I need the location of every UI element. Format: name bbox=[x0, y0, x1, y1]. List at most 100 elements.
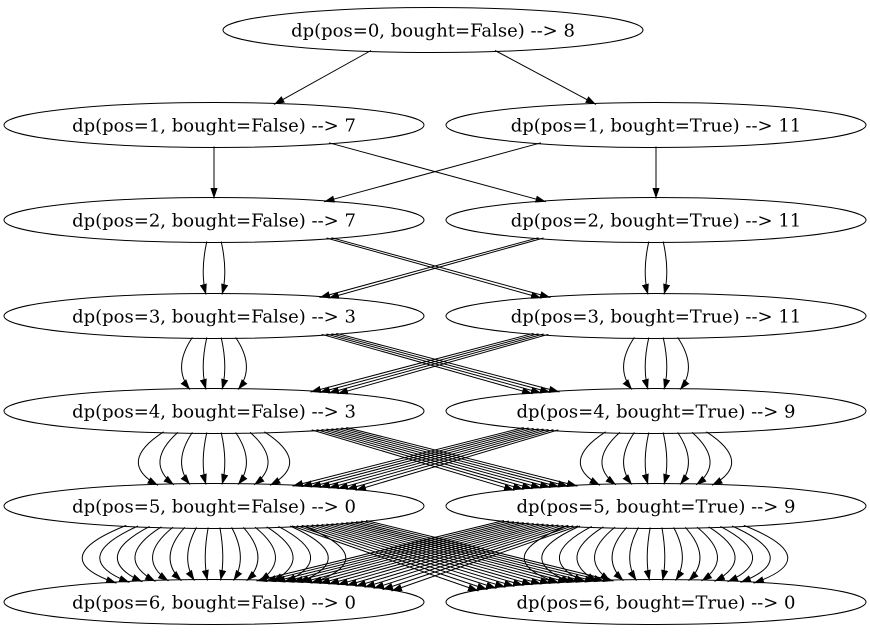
edge bbox=[310, 522, 534, 584]
edge bbox=[641, 337, 650, 390]
node-label: dp(pos=5, bought=True) --> 9 bbox=[516, 497, 795, 518]
edge bbox=[677, 432, 690, 485]
edge bbox=[627, 527, 639, 581]
edge bbox=[494, 50, 597, 105]
edge bbox=[283, 521, 519, 583]
edge bbox=[662, 337, 671, 390]
edge bbox=[331, 428, 551, 489]
edge-bundle-p2T-p3F bbox=[319, 237, 544, 299]
graph-nodes: dp(pos=0, bought=False) --> 8 dp(pos=1, b… bbox=[3, 7, 867, 625]
edge bbox=[662, 432, 671, 485]
edge bbox=[264, 431, 291, 486]
edge bbox=[361, 520, 605, 583]
node-label: dp(pos=4, bought=True) --> 9 bbox=[516, 402, 795, 423]
node-label: dp(pos=2, bought=True) --> 11 bbox=[511, 211, 802, 232]
node-label: dp(pos=0, bought=False) --> 8 bbox=[291, 21, 575, 42]
edge bbox=[331, 333, 551, 394]
edge bbox=[199, 337, 208, 390]
edge bbox=[326, 333, 542, 394]
edge bbox=[273, 50, 372, 105]
node-ellipse bbox=[445, 388, 867, 434]
edge bbox=[720, 525, 754, 583]
edge bbox=[316, 429, 524, 491]
edge bbox=[346, 427, 578, 488]
edge-bundle-p3T-p4F bbox=[310, 332, 549, 395]
edge bbox=[673, 527, 685, 581]
edge bbox=[337, 428, 549, 490]
edge bbox=[641, 241, 650, 295]
edge bbox=[391, 525, 579, 592]
edge bbox=[219, 527, 227, 581]
graph-node-p2F: dp(pos=2, bought=False) --> 7 bbox=[3, 197, 425, 243]
edge bbox=[643, 527, 651, 581]
edge bbox=[169, 526, 186, 582]
edge bbox=[576, 526, 604, 582]
edge bbox=[622, 337, 635, 390]
edge bbox=[152, 526, 174, 582]
edge-bundle-p4T-p5F bbox=[292, 427, 559, 491]
edge bbox=[355, 524, 559, 587]
edge bbox=[99, 525, 139, 583]
edge bbox=[220, 432, 229, 485]
edge bbox=[341, 427, 569, 488]
edge bbox=[180, 432, 193, 485]
edge-bundle-p5T-p6T bbox=[523, 524, 789, 584]
edge bbox=[199, 241, 208, 295]
edge bbox=[558, 525, 592, 583]
graph-node-p5T: dp(pos=5, bought=True) --> 9 bbox=[445, 483, 867, 529]
edge bbox=[641, 432, 650, 485]
edge bbox=[242, 526, 259, 582]
edge-bundle-p4F-p5T bbox=[311, 427, 578, 491]
edge bbox=[341, 522, 569, 584]
edge bbox=[684, 526, 701, 582]
graph-node-p2T: dp(pos=2, bought=True) --> 11 bbox=[445, 197, 867, 243]
edge bbox=[249, 431, 269, 486]
node-label: dp(pos=6, bought=False) --> 0 bbox=[72, 593, 356, 614]
graph-node-p3T: dp(pos=3, bought=True) --> 11 bbox=[445, 293, 867, 339]
node-label: dp(pos=3, bought=True) --> 11 bbox=[511, 307, 802, 328]
edge bbox=[346, 524, 554, 586]
edge bbox=[346, 522, 578, 583]
edge bbox=[265, 520, 509, 583]
edge bbox=[180, 337, 193, 390]
edge bbox=[159, 431, 179, 486]
edge bbox=[220, 241, 229, 295]
node-ellipse bbox=[3, 483, 425, 529]
edge bbox=[691, 431, 711, 486]
node-label: dp(pos=4, bought=False) --> 3 bbox=[72, 402, 356, 423]
edge bbox=[316, 524, 524, 586]
graph-node-p6F: dp(pos=6, bought=False) --> 0 bbox=[3, 579, 425, 625]
edge bbox=[373, 524, 569, 589]
edge bbox=[310, 332, 534, 393]
node-label: dp(pos=5, bought=False) --> 0 bbox=[72, 497, 356, 518]
edge bbox=[301, 427, 529, 488]
node-label: dp(pos=1, bought=False) --> 7 bbox=[72, 116, 356, 137]
edge bbox=[220, 337, 229, 390]
edge-bundle-p2F-p3F bbox=[199, 241, 229, 295]
edge bbox=[579, 431, 606, 486]
edge bbox=[346, 429, 554, 491]
edge bbox=[355, 429, 559, 491]
edge bbox=[696, 526, 718, 582]
edge bbox=[364, 524, 564, 588]
node-label: dp(pos=6, bought=True) --> 0 bbox=[516, 593, 795, 614]
edge bbox=[328, 237, 544, 299]
edge bbox=[301, 522, 529, 584]
edge bbox=[256, 520, 505, 583]
edge bbox=[137, 431, 164, 486]
edge bbox=[594, 526, 616, 582]
edge bbox=[185, 527, 197, 581]
edge bbox=[319, 428, 539, 489]
edge bbox=[743, 524, 789, 584]
edge bbox=[328, 142, 547, 203]
edge bbox=[731, 525, 771, 583]
edge-bundle-p4T-p5T bbox=[579, 431, 733, 486]
edge bbox=[662, 241, 671, 295]
edge bbox=[541, 525, 581, 583]
edge bbox=[296, 525, 488, 591]
edge-bundle-p0F-p1T bbox=[494, 50, 597, 105]
edge bbox=[661, 527, 669, 581]
edge-bundle-p2F-p3T bbox=[326, 237, 551, 299]
edge-bundle-p3T-p4T bbox=[622, 337, 690, 390]
